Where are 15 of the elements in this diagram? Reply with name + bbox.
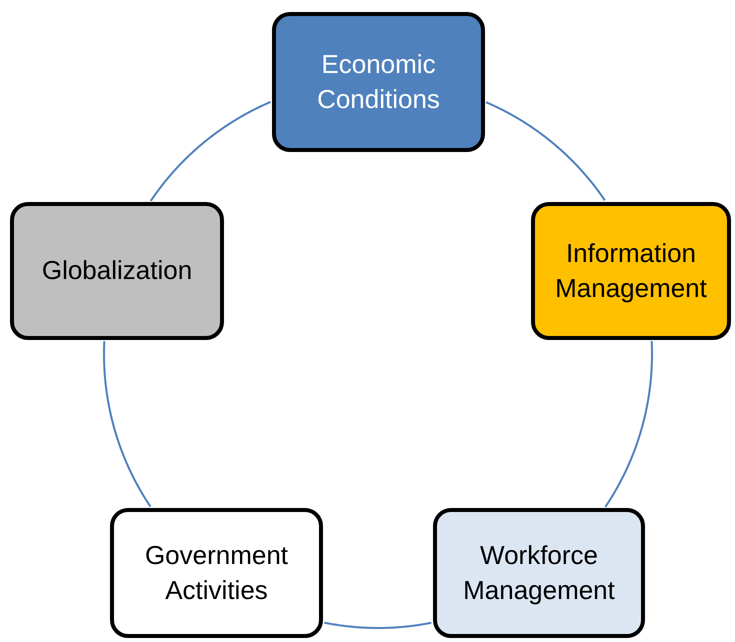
rounded-box <box>531 202 731 340</box>
rounded-box <box>272 12 485 152</box>
rounded-box <box>110 508 323 638</box>
connector-arc <box>150 101 271 202</box>
connector-arc <box>324 622 432 629</box>
rounded-box <box>10 202 224 340</box>
connector-arc <box>103 341 152 508</box>
node-label: Government Activities <box>144 538 290 607</box>
connector-arc <box>486 101 606 201</box>
node-label: Workforce Management <box>462 538 616 607</box>
node-label: Information Management <box>554 236 708 305</box>
node-label: Globalization <box>42 254 192 288</box>
node-label: Economic Conditions <box>316 48 441 116</box>
connector-arc <box>604 340 653 508</box>
rounded-box <box>433 508 645 638</box>
